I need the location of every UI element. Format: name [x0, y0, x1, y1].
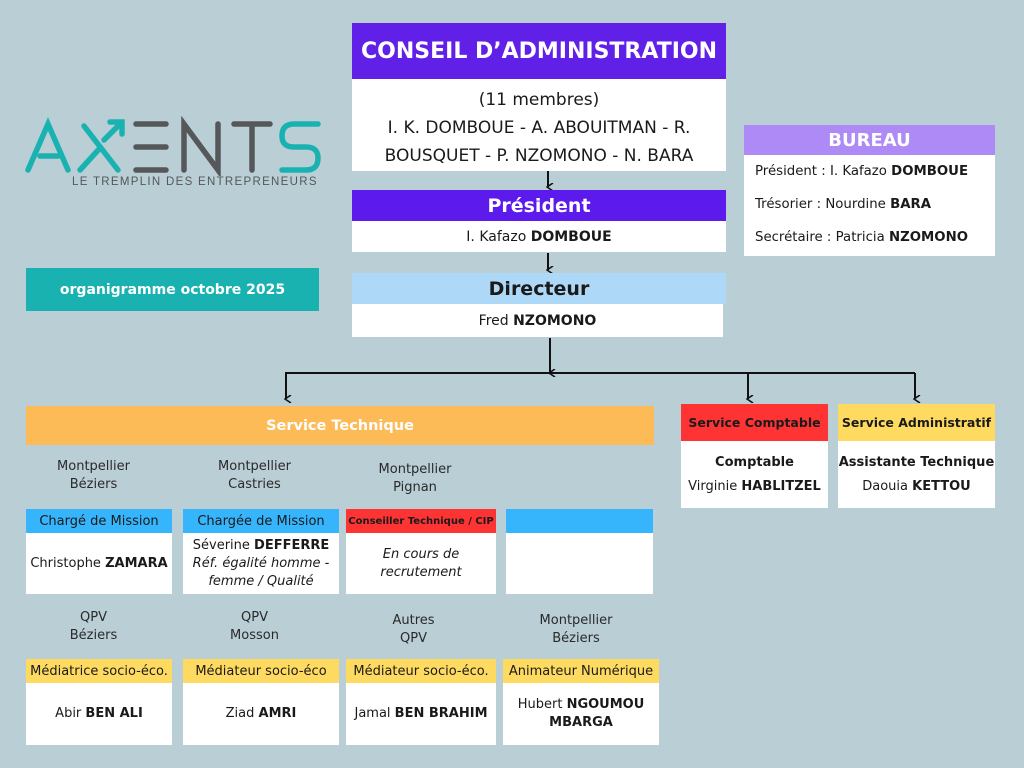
bureau-role: Trésorier : Nourdine: [755, 197, 886, 212]
conseil-members-line1: I. K. DOMBOUE - A. ABOUITMAN - R.: [387, 118, 691, 138]
last-name: BEN ALI: [85, 706, 143, 721]
last-name: NGOUMOU MBARGA: [549, 697, 645, 730]
bureau-name: DOMBOUE: [891, 164, 969, 179]
conseil-header: CONSEIL D’ADMINISTRATION: [352, 23, 726, 79]
card-person: Jamal BEN BRAHIM: [346, 683, 496, 745]
bureau-line-president: Président : I. Kafazo DOMBOUE: [755, 161, 995, 194]
card-role-header: Chargée de Mission: [183, 509, 339, 533]
last-name: KETTOU: [912, 479, 971, 494]
first-name: Abir: [55, 706, 82, 721]
card-person: Séverine DEFFERRE Réf. égalité homme - f…: [183, 533, 339, 594]
bureau-name: BARA: [890, 197, 932, 212]
card-role-header-empty: [506, 509, 653, 533]
service-comptable-body: Comptable Virginie HABLITZEL: [681, 441, 828, 508]
bureau-header: BUREAU: [744, 125, 995, 155]
first-name: Séverine: [192, 537, 250, 553]
president-first-name: I. Kafazo: [466, 228, 527, 245]
bureau-name: NZOMONO: [888, 230, 969, 245]
first-name: Jamal: [354, 706, 391, 721]
card-note: Réf. égalité homme - femme / Qualité: [192, 555, 330, 589]
directeur-first-name: Fred: [478, 312, 509, 329]
first-name: Christophe: [30, 555, 101, 571]
last-name: AMRI: [258, 706, 297, 721]
card-role-header: Conseiller Technique / CIP: [346, 509, 496, 533]
axents-logo-icon: [25, 116, 321, 176]
first-name: Hubert: [517, 697, 563, 712]
service-administratif-header: Service Administratif: [838, 404, 995, 441]
first-name: Virginie: [688, 479, 738, 494]
service-technique-header: Service Technique: [26, 406, 654, 445]
conseil-members-line2: BOUSQUET - P. NZOMONO - N. BARA: [384, 146, 694, 166]
president-body: I. Kafazo DOMBOUE: [352, 221, 726, 252]
directeur-last-name: NZOMONO: [513, 312, 597, 329]
conseil-body: (11 membres) I. K. DOMBOUE - A. ABOUITMA…: [352, 79, 726, 171]
card-person: Abir BEN ALI: [26, 683, 172, 745]
first-name: Daouia: [862, 479, 908, 494]
president-last-name: DOMBOUE: [530, 228, 612, 245]
service-administratif-body: Assistante Technique Daouia KETTOU: [838, 441, 995, 508]
card-person: Christophe ZAMARA: [26, 533, 172, 594]
card-person-empty: [506, 533, 653, 594]
last-name: DEFFERRE: [254, 537, 330, 553]
comptable-role: Comptable: [715, 455, 794, 470]
logo-tagline: LE TREMPLIN DES ENTREPRENEURS: [72, 176, 318, 188]
card-role-header: Médiateur socio-éco.: [346, 659, 496, 683]
card-role-header: Animateur Numérique: [503, 659, 659, 683]
bureau-role: Président : I. Kafazo: [755, 164, 887, 179]
bureau-line-secretaire: Secrétaire : Patricia NZOMONO: [755, 227, 995, 260]
comptable-person: Virginie HABLITZEL: [681, 475, 828, 499]
bureau-line-tresorier: Trésorier : Nourdine BARA: [755, 194, 995, 227]
last-name: ZAMARA: [105, 555, 168, 571]
administratif-person: Daouia KETTOU: [838, 475, 995, 499]
last-name: BEN BRAHIM: [394, 706, 488, 721]
president-header: Président: [352, 190, 726, 221]
service-comptable-header: Service Comptable: [681, 404, 828, 441]
card-person: Hubert NGOUMOU MBARGA: [503, 683, 659, 745]
directeur-body: Fred NZOMONO: [352, 304, 723, 337]
administratif-role: Assistante Technique: [838, 455, 995, 470]
card-role-header: Médiateur socio-éco: [183, 659, 339, 683]
bureau-body: Président : I. Kafazo DOMBOUE Trésorier …: [744, 155, 995, 256]
directeur-header: Directeur: [352, 273, 726, 304]
last-name: HABLITZEL: [741, 479, 821, 494]
card-role-header: Chargé de Mission: [26, 509, 172, 533]
bureau-role: Secrétaire : Patricia: [755, 230, 885, 245]
conseil-members-count: (11 membres): [478, 90, 600, 110]
card-status: En cours de recrutement: [346, 533, 496, 594]
card-person: Ziad AMRI: [183, 683, 339, 745]
first-name: Ziad: [225, 706, 255, 721]
card-role-header: Médiatrice socio-éco.: [26, 659, 172, 683]
date-banner: organigramme octobre 2025: [26, 268, 319, 311]
